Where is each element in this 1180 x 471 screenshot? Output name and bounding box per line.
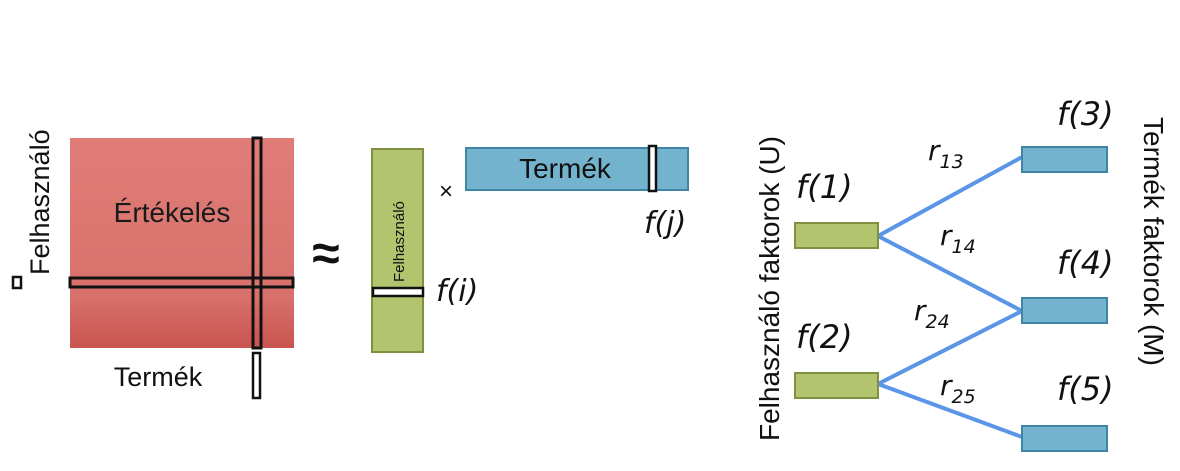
times-symbol: × <box>439 178 453 205</box>
rating-matrix-label: Értékelés <box>114 197 231 228</box>
edge-label-r13: r13 <box>928 134 964 173</box>
edge-label-r25: r25 <box>940 369 976 408</box>
item-node-5-label: f(5) <box>1057 370 1114 408</box>
user-node-2-label: f(2) <box>796 318 853 356</box>
highlighted-column <box>251 136 263 350</box>
user-factor-vector-label: Felhasználó <box>391 201 408 282</box>
item-node-3 <box>1021 146 1108 173</box>
item-node-4-label: f(4) <box>1057 244 1114 282</box>
user-node-1-label: f(1) <box>796 168 853 206</box>
fj-label: f(j) <box>644 206 686 241</box>
edge-r25 <box>877 382 1023 439</box>
item-node-5 <box>1021 425 1108 452</box>
highlighted-row <box>68 276 295 289</box>
row-axis-label: Felhasználó <box>25 129 55 275</box>
user-factors-title: Felhasználó faktorok (U) <box>754 136 785 441</box>
item-factors-title: Termék faktorok (M) <box>1138 117 1169 366</box>
row-axis-marker <box>11 275 23 290</box>
rating-matrix <box>70 138 294 348</box>
user-node-2 <box>794 372 879 399</box>
user-node-1 <box>794 222 879 249</box>
item-node-4 <box>1021 297 1108 324</box>
item-factor-vector-label: Termék <box>519 153 612 184</box>
user-factor-row-marker <box>371 286 425 298</box>
edge-label-r14: r14 <box>940 219 976 258</box>
edge-r24 <box>877 309 1023 386</box>
user-factor-vector <box>371 148 424 353</box>
fi-label: f(i) <box>436 274 478 309</box>
column-axis-marker <box>251 351 262 400</box>
column-axis-label: Termék <box>114 362 203 392</box>
rating-matrix-group: Értékelés Felhasználó Termék <box>11 129 295 400</box>
edge-r13 <box>877 155 1023 238</box>
item-node-3-label: f(3) <box>1057 95 1114 133</box>
item-factor-column-marker <box>647 144 658 193</box>
item-factor-vector-group: Termék f(j) <box>465 144 689 241</box>
factor-graph: r13 r14 r24 r25 f(1) f(2) f(3) f(4) f(5)… <box>754 95 1169 452</box>
user-factor-vector-group: Felhasználó f(i) <box>371 148 478 353</box>
approx-symbol: ≈ <box>312 225 339 281</box>
edge-r14 <box>877 234 1023 313</box>
edge-label-r24: r24 <box>914 294 950 333</box>
